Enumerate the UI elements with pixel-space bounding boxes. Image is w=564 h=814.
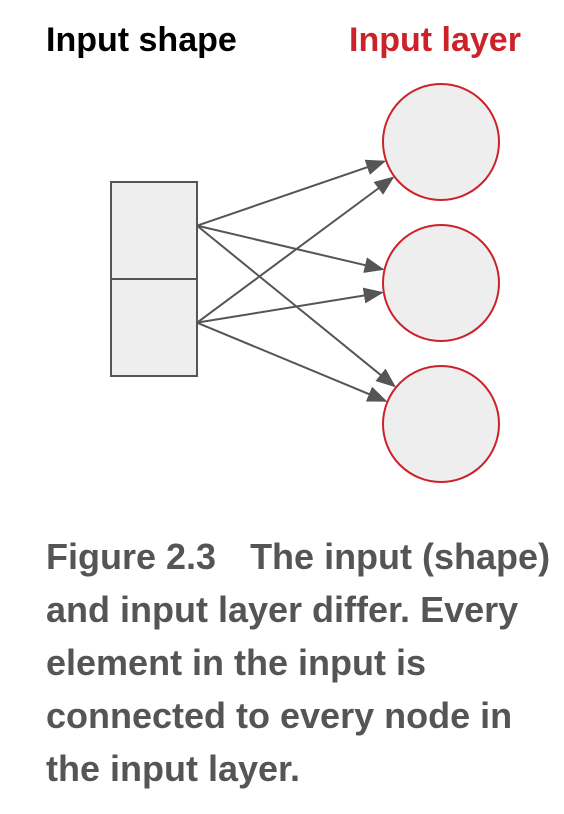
- arrow-cell-1-to-node-2: [196, 224, 385, 273]
- network-diagram: [110, 83, 500, 483]
- connections: [196, 159, 396, 402]
- arrow-cell-2-to-node-2: [196, 287, 384, 324]
- figure-number: Figure 2.3: [46, 536, 217, 577]
- input-shape-label: Input shape: [46, 21, 237, 59]
- layer-node-1: [382, 83, 500, 201]
- layer-node-2: [382, 224, 500, 342]
- arrow-cell-1-to-node-1: [196, 159, 387, 227]
- input-cell-2: [110, 278, 198, 377]
- arrow-cell-2-to-node-3: [196, 321, 388, 402]
- arrow-cell-2-to-node-1: [196, 176, 395, 324]
- input-layer-label: Input layer: [349, 21, 521, 59]
- input-shape-cells: [110, 181, 198, 377]
- layer-node-3: [382, 365, 500, 483]
- input-layer-nodes: [382, 83, 500, 483]
- caption-text: The input (shape) and input layer differ…: [46, 536, 551, 789]
- input-cell-1: [110, 181, 198, 280]
